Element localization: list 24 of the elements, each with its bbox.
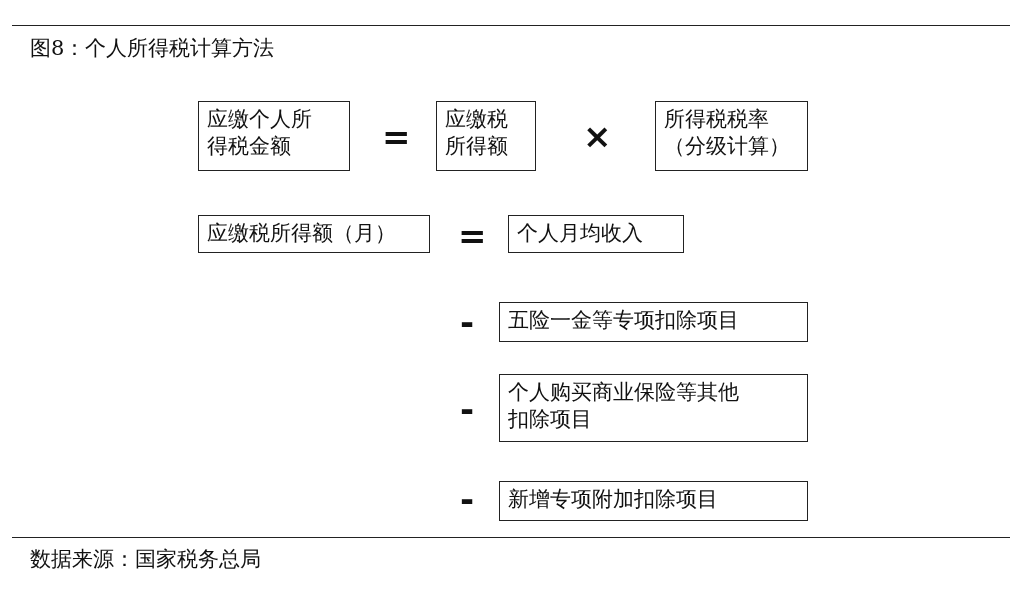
box-text: 个人购买商业保险等其他扣除项目 xyxy=(508,379,740,433)
box-text: 五险一金等专项扣除项目 xyxy=(508,307,740,334)
box-text: 个人月均收入 xyxy=(517,220,644,247)
formula-box xyxy=(198,215,430,253)
formula-box xyxy=(499,374,808,442)
box-text: 应缴个人所得税金额 xyxy=(207,106,313,160)
formula-box xyxy=(499,481,808,521)
box-text: 应缴税所得额（月） xyxy=(207,220,397,247)
minus-sign: - xyxy=(460,305,475,339)
formula-box xyxy=(436,101,536,171)
source-note: 数据来源：国家税务总局 xyxy=(30,546,261,573)
formula-box xyxy=(198,101,350,171)
minus-sign: - xyxy=(460,392,475,426)
figure-title: 图8：个人所得税计算方法 xyxy=(30,35,275,62)
minus-sign: - xyxy=(460,482,475,516)
box-text: 所得税税率（分级计算） xyxy=(664,106,791,160)
formula-box xyxy=(499,302,808,342)
equals-sign: = xyxy=(382,120,411,154)
multiplication-sign: × xyxy=(583,119,612,153)
equals-sign: = xyxy=(458,219,487,253)
formula-box xyxy=(655,101,808,171)
box-text: 应缴税所得额 xyxy=(445,106,509,160)
formula-box xyxy=(508,215,684,253)
box-text: 新增专项附加扣除项目 xyxy=(508,486,719,513)
